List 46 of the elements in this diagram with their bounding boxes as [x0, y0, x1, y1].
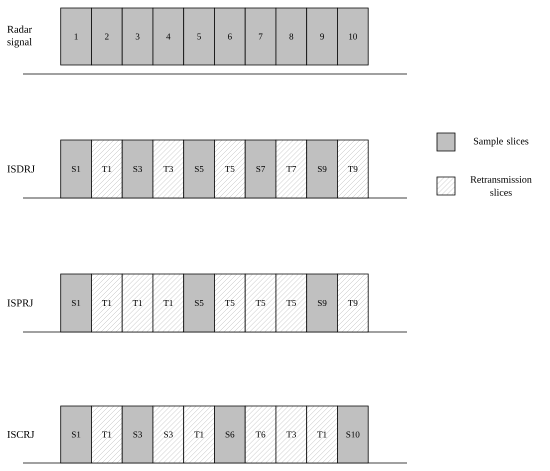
slice-box: T9	[337, 274, 369, 332]
row-label: ISPRJ	[7, 299, 34, 307]
slice-box: T1	[152, 274, 184, 332]
legend-label: Retransmission slices	[470, 176, 532, 196]
slice-box: 9	[306, 8, 338, 66]
slice-box: S1	[60, 274, 92, 332]
slice-box: T1	[306, 406, 338, 464]
slice-box: T1	[91, 140, 123, 198]
slice-box: T5	[244, 274, 276, 332]
slice-box: T5	[214, 274, 246, 332]
slice-box: 3	[122, 8, 154, 66]
slice-box: T1	[91, 406, 123, 464]
slice-box: T7	[276, 140, 308, 198]
slice-box: T1	[122, 274, 154, 332]
slice-box: S5	[183, 140, 215, 198]
slice-box: T6	[244, 406, 276, 464]
slice-box: 5	[183, 8, 215, 66]
slice-box: S3	[152, 406, 184, 464]
slice-box: 8	[276, 8, 308, 66]
slice-box: S10	[337, 406, 369, 464]
slice-box: S1	[60, 140, 92, 198]
slice-box: T5	[214, 140, 246, 198]
slice-box: T9	[337, 140, 369, 198]
slice-box: S9	[306, 274, 338, 332]
slice-box: S1	[60, 406, 92, 464]
slice-box: 1	[60, 8, 92, 66]
slice-box: T3	[152, 140, 184, 198]
slice-box: 7	[244, 8, 276, 66]
row-label: ISDRJ	[7, 165, 35, 173]
legend-label: Sample slices	[474, 137, 528, 147]
slice-box: S7	[244, 140, 276, 198]
slice-box: 6	[214, 8, 246, 66]
row-label: ISCRJ	[7, 430, 34, 438]
slice-box: T3	[276, 406, 308, 464]
slice-box: T5	[276, 274, 308, 332]
slice-box: S5	[183, 274, 215, 332]
slice-box: T1	[91, 274, 123, 332]
slice-box: 4	[152, 8, 184, 66]
row-label: Radar signal	[7, 25, 32, 48]
slice-box: S9	[306, 140, 338, 198]
slice-box: S3	[122, 140, 154, 198]
slice-box: S6	[214, 406, 246, 464]
slice-box: S3	[122, 406, 154, 464]
slice-box: T1	[183, 406, 215, 464]
slice-box: 2	[91, 8, 123, 66]
slice-box: 10	[337, 8, 369, 66]
